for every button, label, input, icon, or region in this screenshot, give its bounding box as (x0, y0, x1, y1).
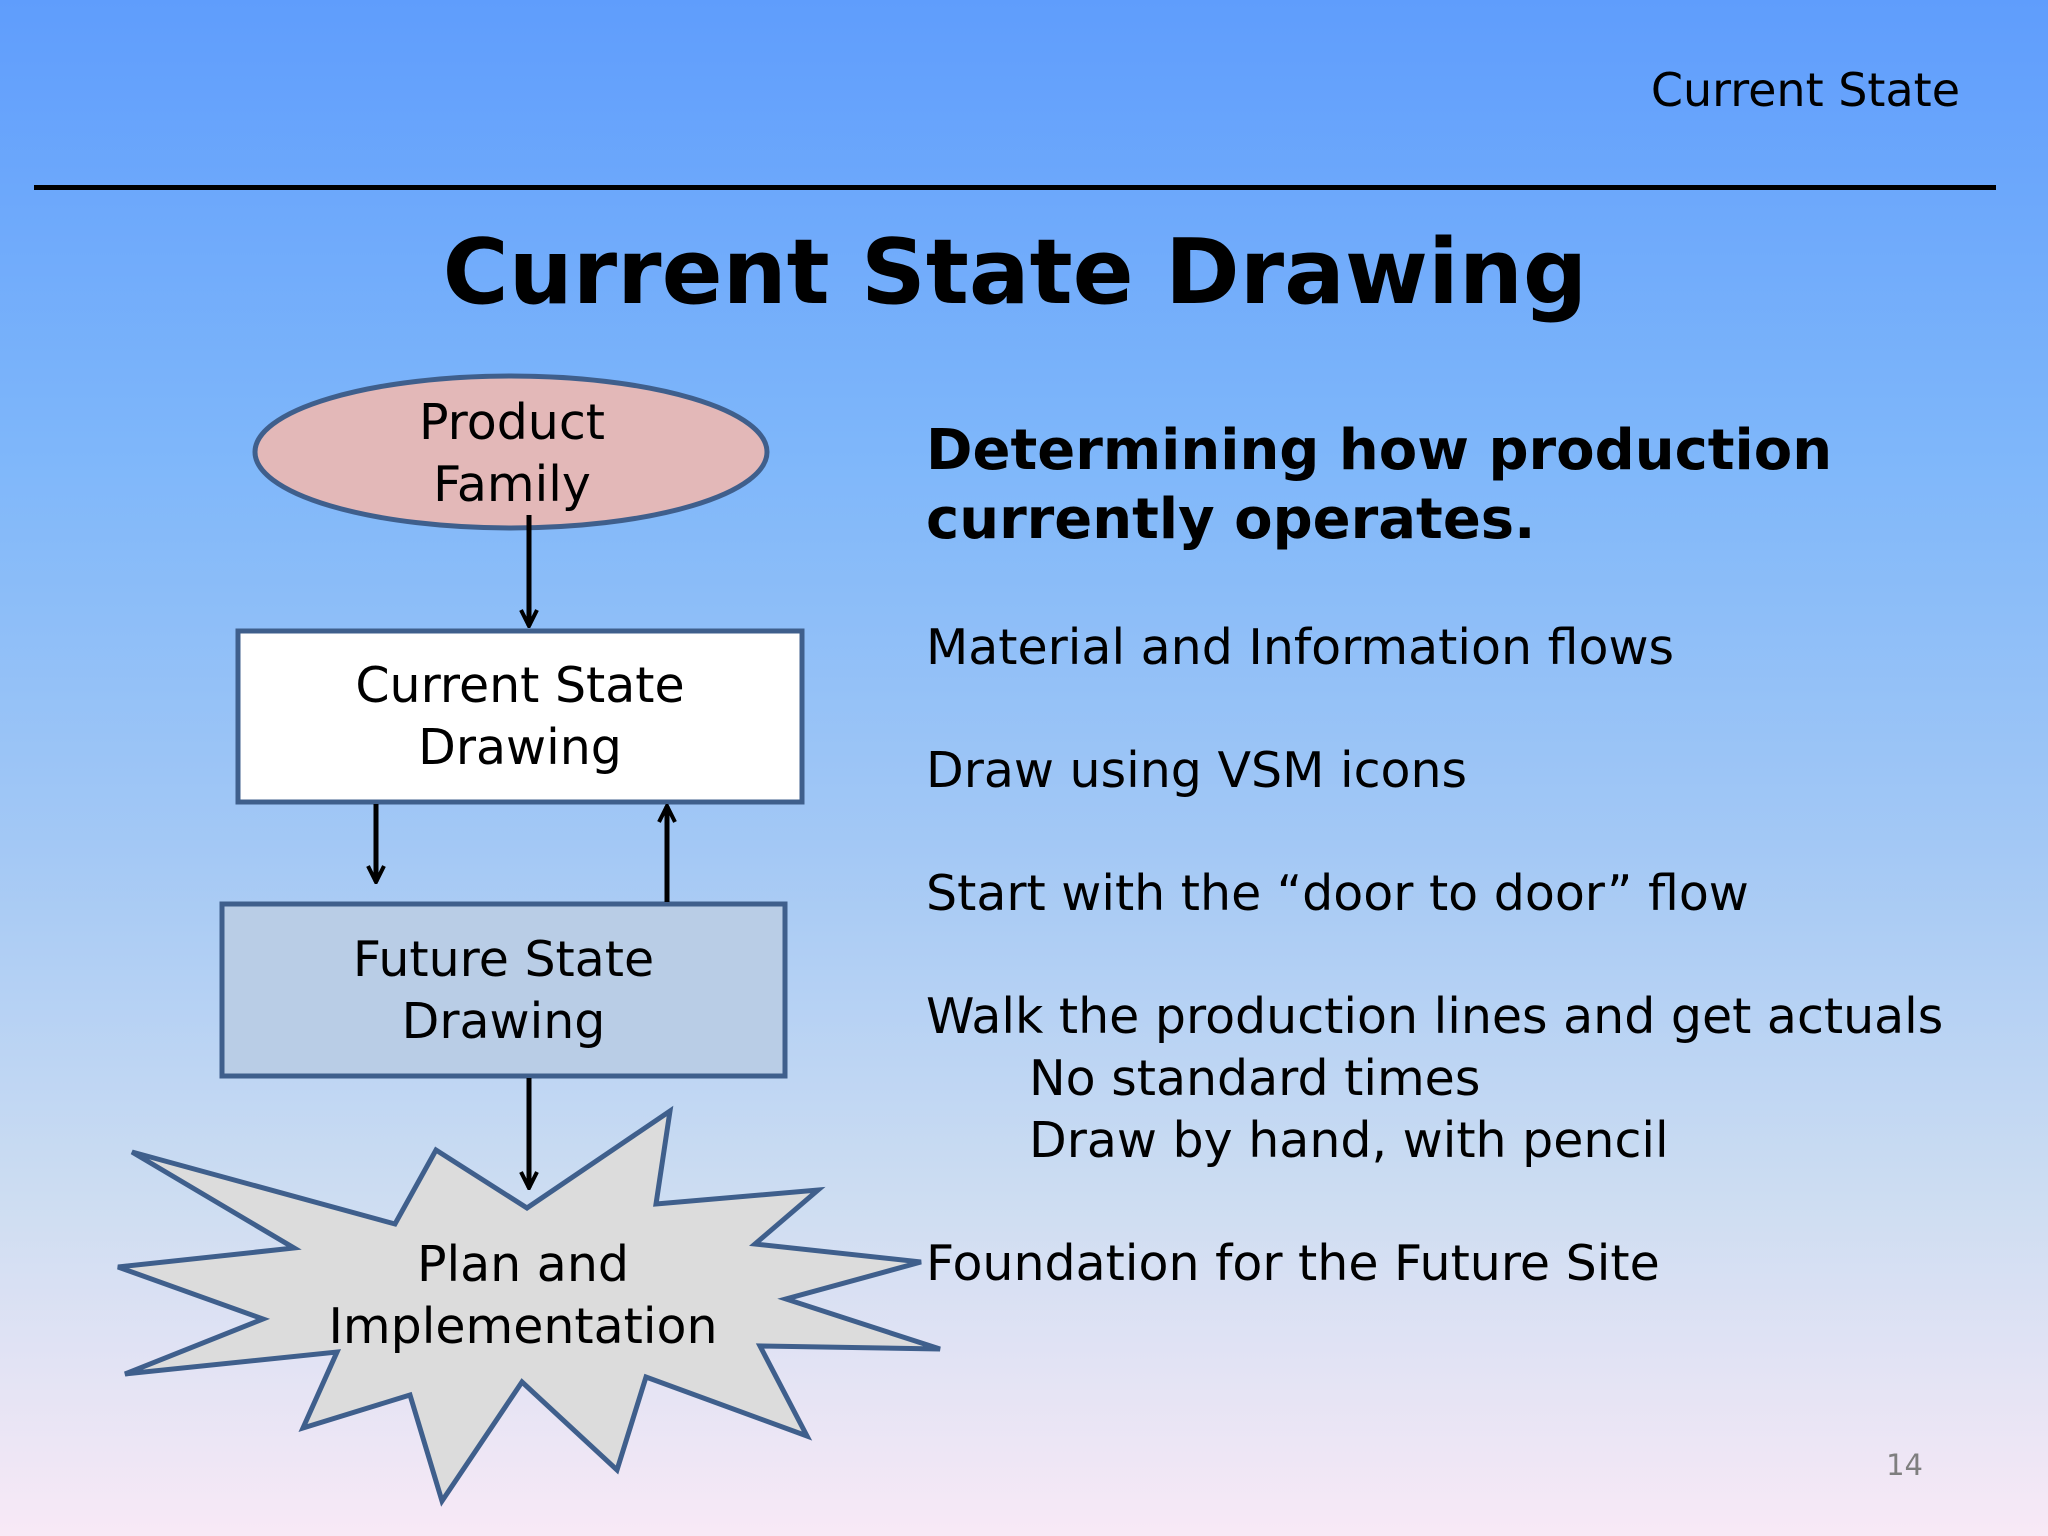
section-label: Current State (1650, 63, 1960, 117)
current-state-label: Current State Drawing (355, 657, 685, 776)
plan-starburst-shape (117, 1105, 941, 1507)
item-door-to-door: Start with the “door to door” flow (926, 865, 1749, 922)
product-family-ellipse (252, 373, 770, 531)
item-material-flows: Material and Information flows (926, 619, 1675, 676)
item-no-standard-times: No standard times (1029, 1050, 1481, 1107)
current-state-box (235, 628, 805, 805)
plan-implementation-label: Plan and Implementation (328, 1236, 718, 1355)
product-family-label: Product Family (418, 394, 606, 513)
content-heading-line-2: currently operates. (926, 487, 1536, 552)
header-divider (34, 185, 1996, 190)
item-draw-by-hand: Draw by hand, with pencil (1029, 1112, 1669, 1169)
future-state-box (219, 901, 788, 1079)
page-number: 14 (1886, 1448, 1923, 1482)
item-walk-lines: Walk the production lines and get actual… (926, 988, 1944, 1045)
item-foundation: Foundation for the Future Site (926, 1235, 1660, 1292)
content-heading-line-1: Determining how production (926, 418, 1833, 483)
content-panel: Determining how production currently ope… (926, 416, 2036, 1295)
item-vsm-icons: Draw using VSM icons (926, 742, 1468, 799)
page-title: Current State Drawing (442, 220, 1588, 325)
future-state-label: Future State Drawing (352, 931, 655, 1050)
